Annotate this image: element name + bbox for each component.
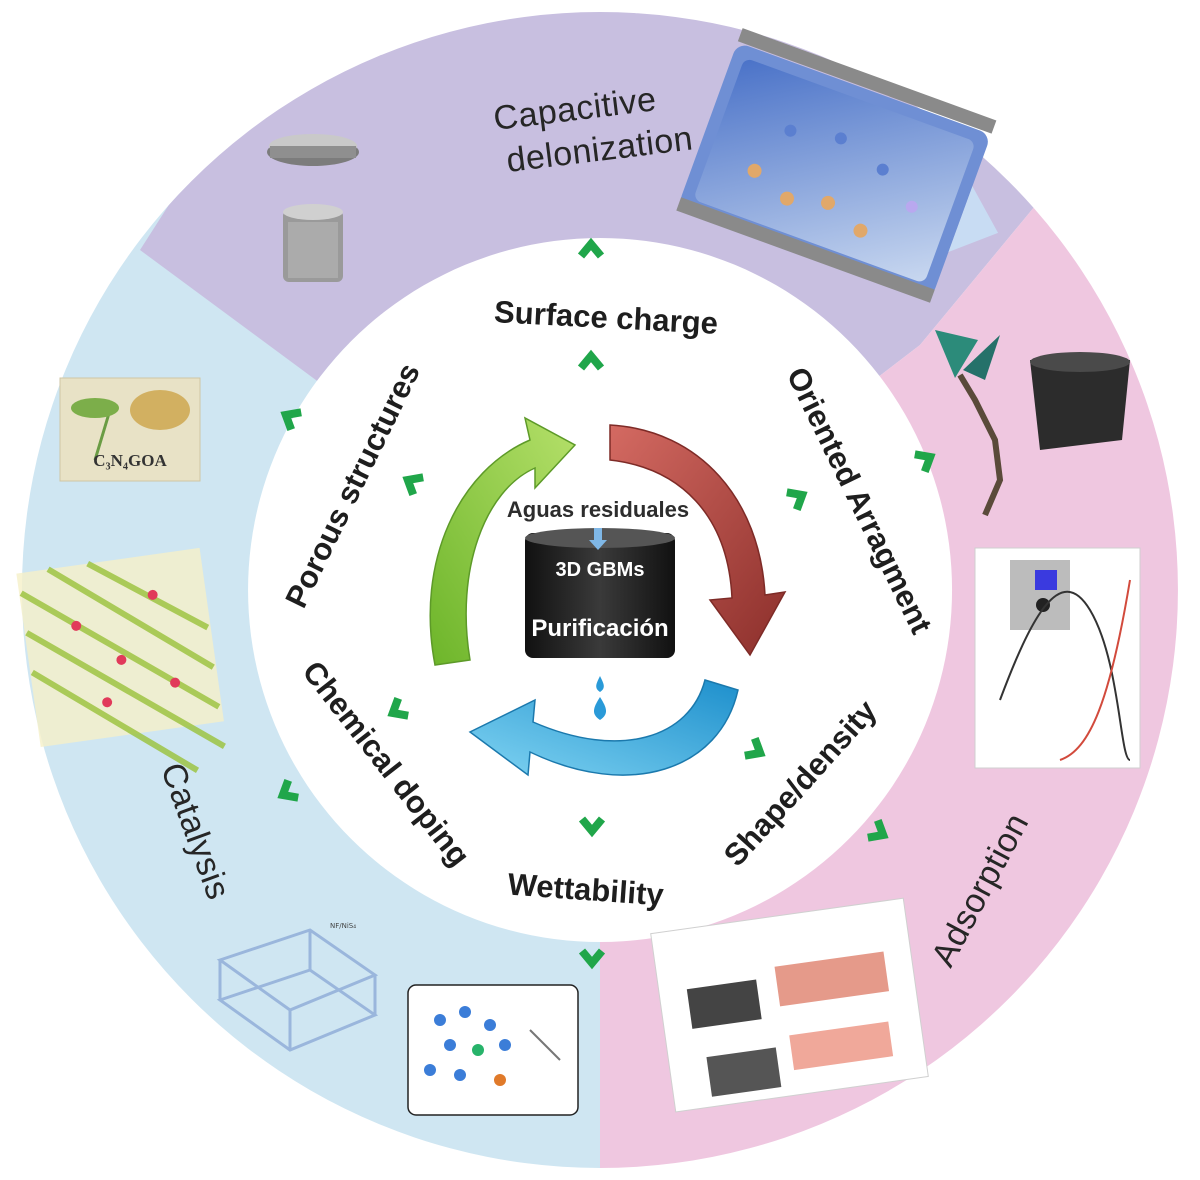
nf-framework-image: NF/NiS₄ (216, 922, 379, 1052)
chevron-arrow-icon (280, 408, 302, 432)
catalyst-lattice-image (16, 547, 226, 773)
water-drop-icon (596, 676, 604, 692)
adsorption-thumbnails (650, 330, 1141, 1113)
nf-label: NF/NiS₄ (330, 922, 356, 930)
center-material: 3D GBMs (556, 559, 645, 581)
chevron-arrow-icon (914, 450, 936, 474)
factor-wettability: Wettability (507, 867, 666, 913)
chevron-arrow-icon (577, 237, 605, 259)
center-core: Aguas residuales 3D GBMs Purificación (507, 497, 689, 720)
catalysis-thumbnails: C₃N₄GOA NF/NiS₄ (16, 377, 579, 1116)
chevron-arrow-icon (577, 349, 605, 371)
chevron-arrow-icon (277, 778, 299, 802)
aerogel-cylinder-image (283, 204, 343, 282)
cycle-arrow-red (609, 424, 787, 657)
chevron-arrow-icon (578, 948, 606, 970)
factor-surface-charge: Surface charge (493, 294, 719, 341)
chevron-arrows (277, 237, 936, 970)
cn-goa-image: C₃N₄GOA (59, 377, 201, 482)
pollutants-figure-image (650, 897, 929, 1113)
material-cylinder (525, 533, 675, 658)
cdi-device-image (676, 28, 999, 303)
cycle-arrow-green (429, 416, 577, 666)
capacitive-thumbnails (267, 28, 999, 303)
central-cycle (429, 416, 787, 777)
chevron-arrow-icon (387, 696, 409, 720)
water-drop-icon (593, 697, 607, 720)
chevron-arrow-icon (744, 736, 766, 760)
plant-aerogel-image (935, 330, 1130, 517)
graphene-doping-image (407, 984, 579, 1116)
cycle-arrow-blue (468, 679, 739, 777)
center-bottom-text: Purificación (531, 615, 668, 642)
chevron-arrow-icon (867, 818, 889, 842)
chevron-arrow-icon (578, 816, 606, 838)
down-arrow-icon (589, 528, 607, 550)
aerogel-slab-image (267, 134, 359, 166)
uv-spectrum-image (974, 547, 1141, 769)
chevron-arrow-icon (402, 473, 424, 497)
chevron-arrow-icon (786, 488, 808, 512)
cn-goa-label: C₃N₄GOA (93, 451, 167, 470)
center-top-text: Aguas residuales (507, 497, 689, 522)
